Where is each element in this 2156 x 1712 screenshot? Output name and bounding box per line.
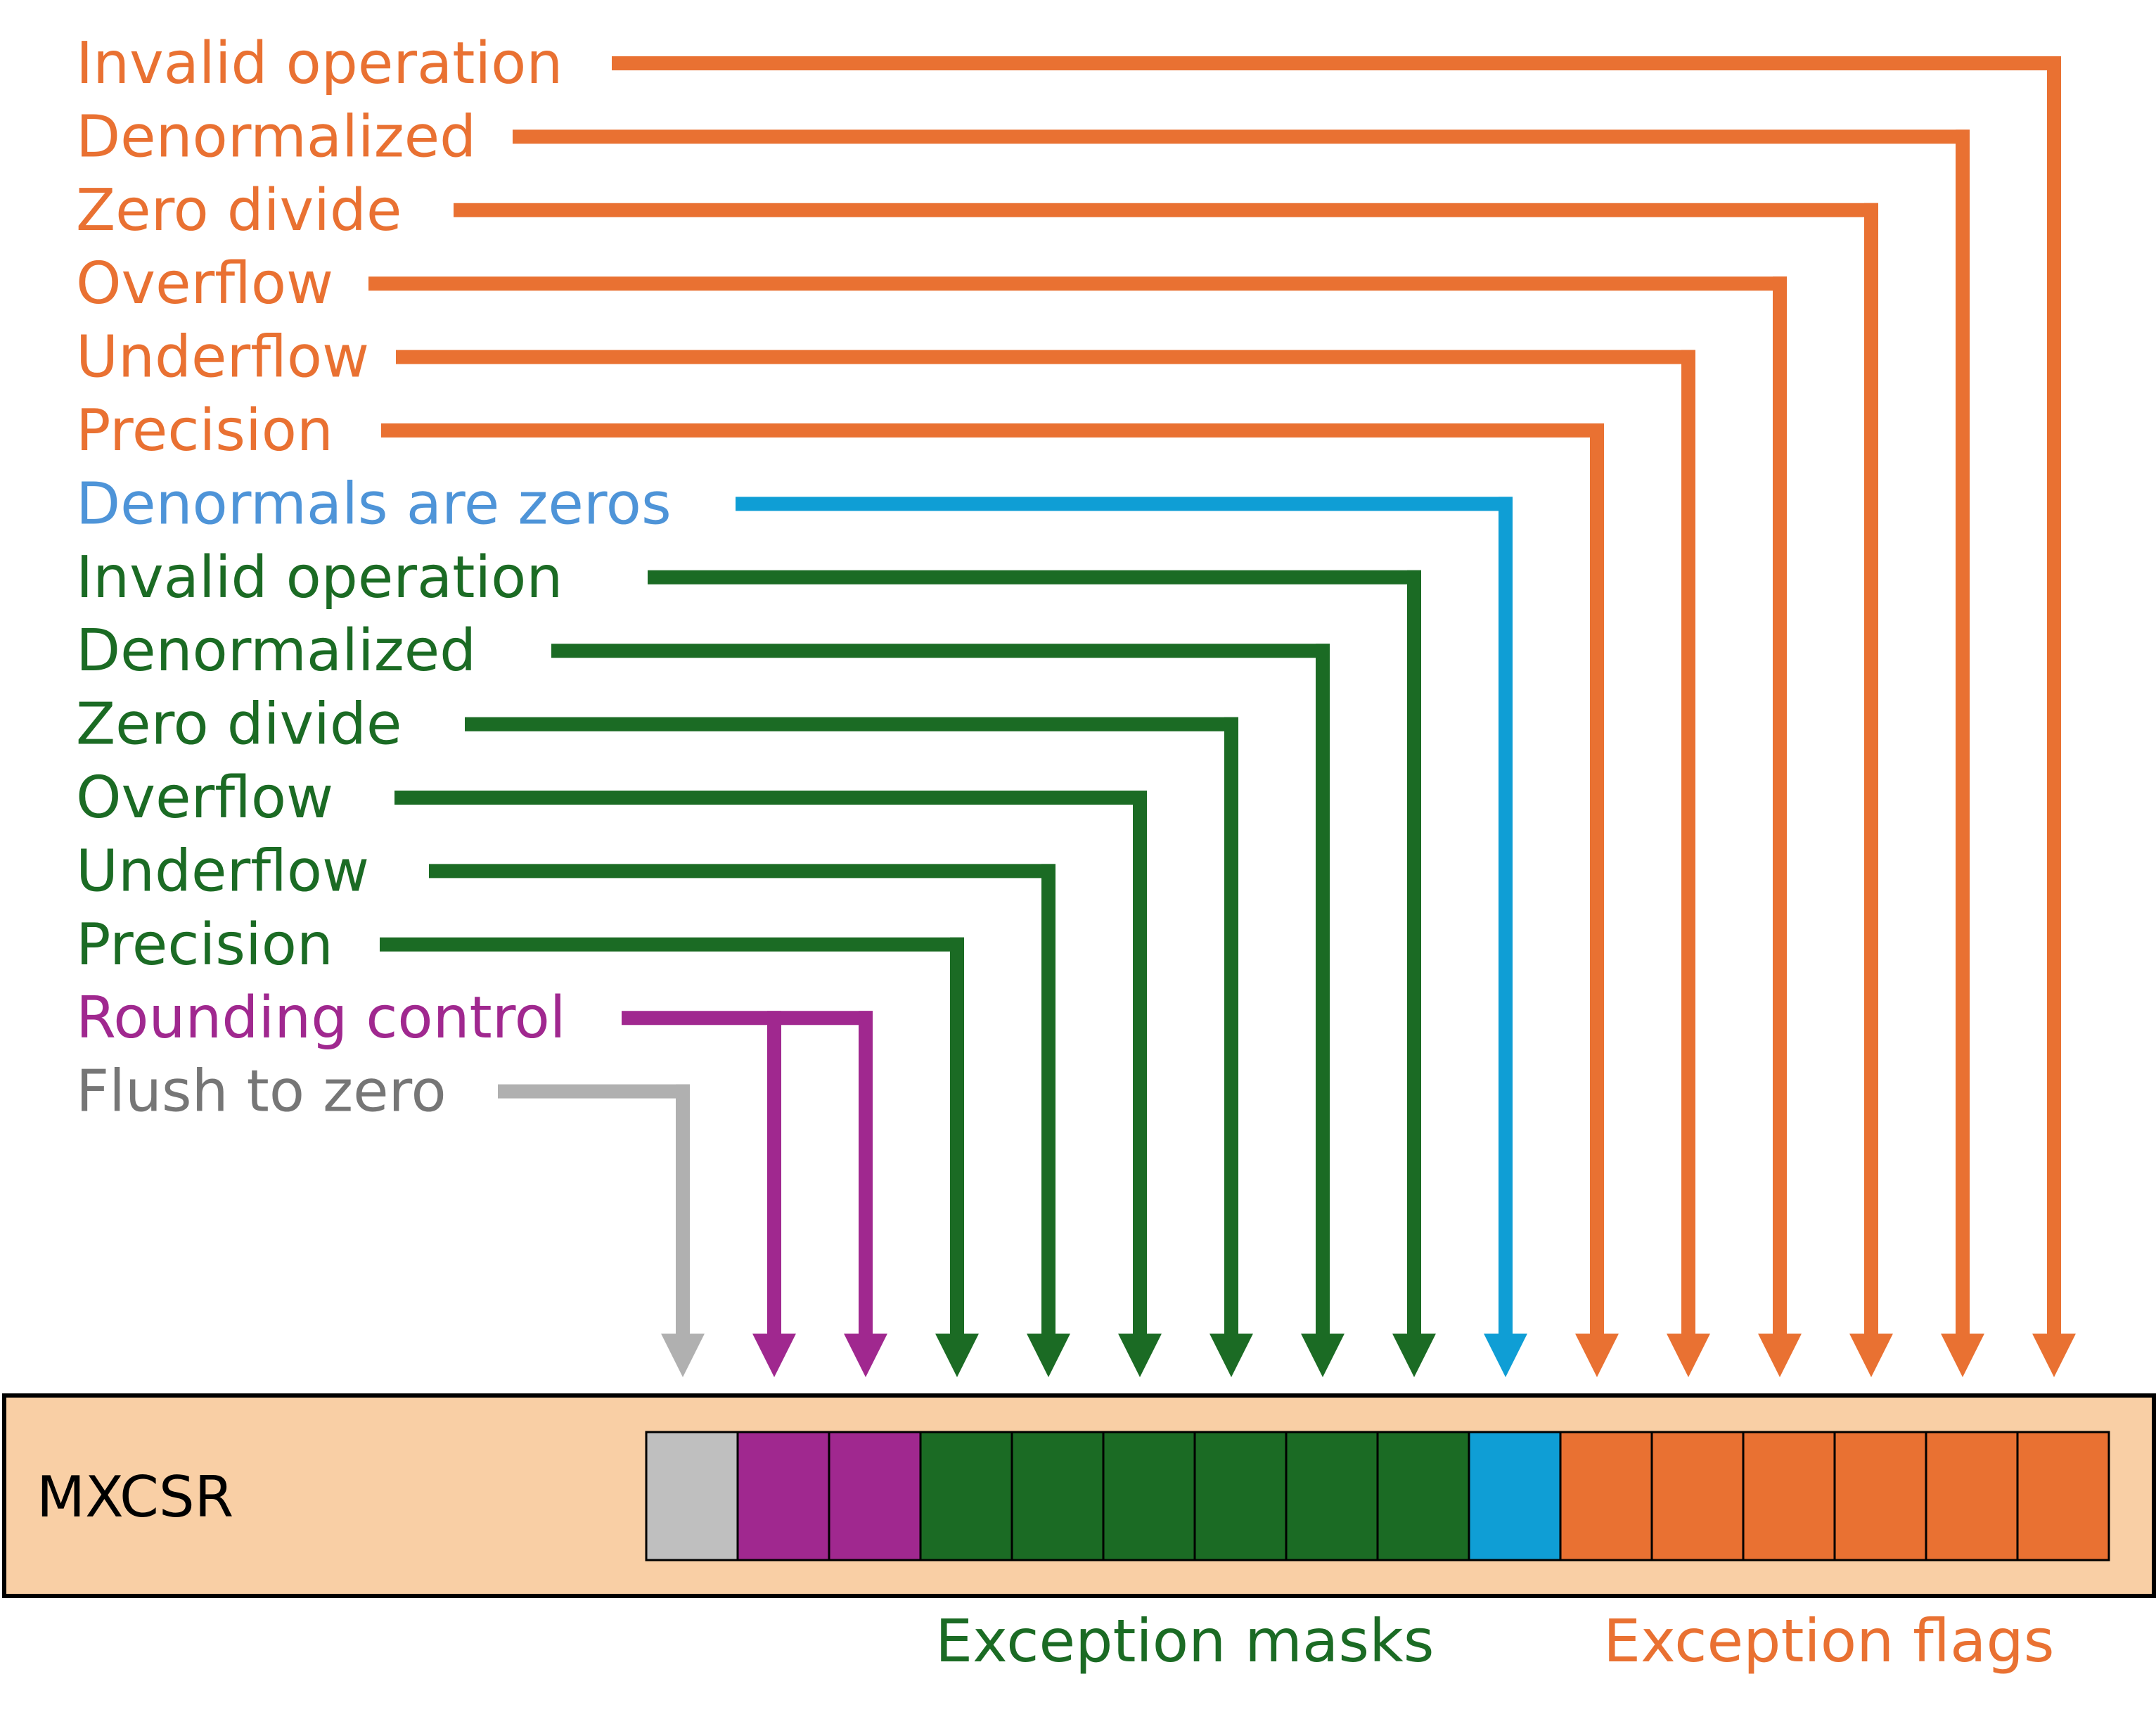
connector-masks	[429, 864, 1070, 1377]
exception-masks-label: Exception masks	[935, 1606, 1435, 1675]
arrowhead-icon	[2032, 1334, 2076, 1377]
bit-cell-7	[1285, 1431, 1379, 1561]
connector-ftz	[498, 1084, 705, 1377]
field-label-ftz: Flush to zero	[76, 1059, 447, 1125]
arrowhead-icon	[1667, 1334, 1710, 1377]
arrowhead-icon	[1118, 1334, 1162, 1377]
connector-masks	[465, 717, 1253, 1377]
connector-flags	[513, 129, 1984, 1377]
field-label-masks: Invalid operation	[76, 544, 563, 611]
bit-cell-11	[1650, 1431, 1745, 1561]
arrowhead-icon	[1301, 1334, 1345, 1377]
field-label-masks: Precision	[76, 912, 333, 978]
bit-cell-9	[1468, 1431, 1562, 1561]
bit-cell-8	[1376, 1431, 1470, 1561]
field-label-rounding: Rounding control	[76, 985, 566, 1052]
arrowhead-icon	[935, 1334, 979, 1377]
arrowhead-icon	[1941, 1334, 1984, 1377]
register-bit-cells	[645, 1431, 2110, 1561]
arrowhead-icon	[752, 1334, 796, 1377]
field-label-flags: Zero divide	[76, 177, 402, 244]
connector-lines	[368, 56, 2076, 1377]
bit-cell-10	[1559, 1431, 1653, 1561]
arrowhead-icon	[1027, 1334, 1070, 1377]
arrowhead-icon	[1849, 1334, 1893, 1377]
bit-cell-6	[1193, 1431, 1288, 1561]
connector-masks	[648, 570, 1436, 1377]
exception-flags-label: Exception flags	[1603, 1606, 2055, 1675]
connector-rounding	[622, 1011, 887, 1377]
field-label-masks: Overflow	[76, 765, 333, 831]
connector-masks	[394, 791, 1162, 1377]
field-label-masks: Zero divide	[76, 691, 402, 758]
arrowhead-icon	[1484, 1334, 1527, 1377]
connector-flags	[612, 56, 2076, 1377]
bit-cell-12	[1742, 1431, 1836, 1561]
bit-cell-15	[2016, 1431, 2110, 1561]
bit-cell-14	[1925, 1431, 2019, 1561]
arrowhead-icon	[1575, 1334, 1619, 1377]
bit-cell-3	[919, 1431, 1013, 1561]
connector-masks	[380, 937, 979, 1377]
connector-flags	[368, 276, 1802, 1377]
arrowhead-icon	[844, 1334, 887, 1377]
connector-masks	[551, 644, 1345, 1377]
arrowhead-icon	[1392, 1334, 1436, 1377]
field-label-flags: Precision	[76, 397, 333, 464]
field-label-flags: Denormalized	[76, 103, 476, 170]
bit-cell-2	[828, 1431, 922, 1561]
arrowhead-icon	[1209, 1334, 1253, 1377]
field-label-flags: Invalid operation	[76, 30, 563, 97]
connector-flags	[381, 423, 1619, 1377]
bit-cell-4	[1010, 1431, 1105, 1561]
arrowhead-icon	[1758, 1334, 1802, 1377]
field-label-flags: Underflow	[76, 324, 369, 391]
bit-cell-1	[736, 1431, 830, 1561]
connector-daz	[736, 497, 1527, 1377]
bit-cell-13	[1833, 1431, 1927, 1561]
connector-flags	[396, 350, 1710, 1377]
arrowhead-icon	[661, 1334, 705, 1377]
field-label-masks: Denormalized	[76, 618, 476, 684]
connector-flags	[454, 203, 1893, 1377]
field-label-flags: Overflow	[76, 250, 333, 317]
register-name: MXCSR	[37, 1464, 233, 1530]
bit-cell-5	[1102, 1431, 1196, 1561]
bit-cell-0	[645, 1431, 739, 1561]
field-label-masks: Underflow	[76, 838, 369, 905]
field-label-daz: Denormals are zeros	[76, 471, 672, 537]
